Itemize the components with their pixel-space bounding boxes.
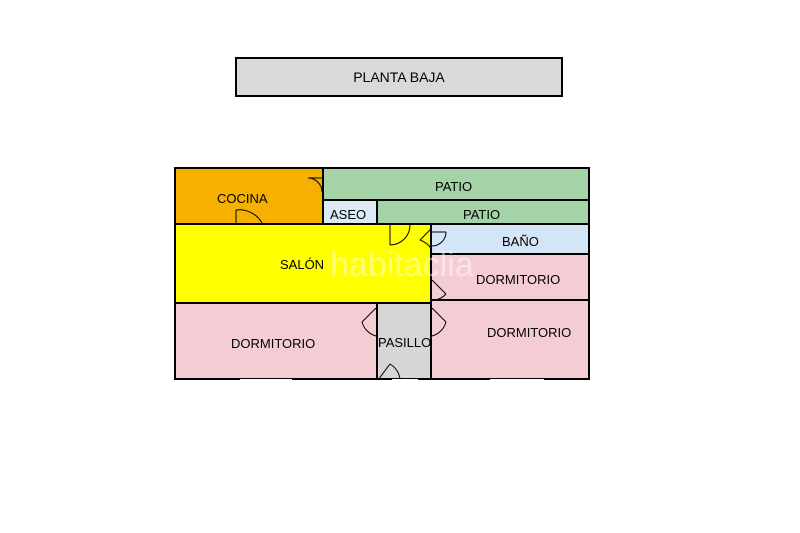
- label-bano: BAÑO: [502, 234, 539, 249]
- label-aseo: ASEO: [330, 207, 367, 222]
- label-cocina: COCINA: [217, 191, 268, 206]
- label-dormitorio-right-lower: DORMITORIO: [487, 325, 572, 340]
- room-dormitorio-right-lower: [430, 299, 590, 380]
- room-patio-top: [322, 167, 590, 201]
- watermark-text: habitaclia: [330, 246, 474, 284]
- label-pasillo: PASILLO: [378, 335, 432, 350]
- room-salon: [174, 223, 432, 304]
- label-patio-mid: PATIO: [463, 207, 501, 222]
- room-dormitorio-left: [174, 302, 378, 380]
- label-dormitorio-left: DORMITORIO: [231, 336, 316, 351]
- room-bano: [430, 223, 590, 255]
- label-dormitorio-right-upper: DORMITORIO: [476, 272, 561, 287]
- plan-title: PLANTA BAJA: [235, 57, 563, 97]
- label-salon: SALÓN: [280, 257, 325, 272]
- label-patio-top: PATIO: [435, 179, 473, 194]
